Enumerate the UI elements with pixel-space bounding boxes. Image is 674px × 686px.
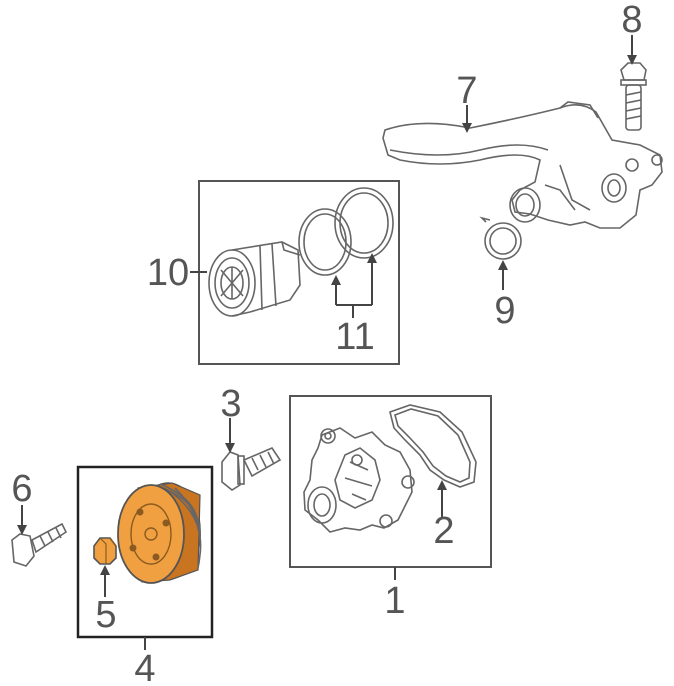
- callout-3: 3: [220, 383, 241, 425]
- thermostat-10[interactable]: [208, 241, 301, 317]
- gasket-9[interactable]: [479, 216, 522, 260]
- callout-4: 4: [134, 648, 155, 686]
- callout-2: 2: [433, 510, 454, 552]
- pulley-4[interactable]: [117, 482, 202, 584]
- callout-7: 7: [456, 70, 477, 112]
- o-rings-11[interactable]: [298, 187, 394, 276]
- water-pump-1[interactable]: [303, 427, 415, 533]
- assembly-box-1: [289, 395, 492, 568]
- callout-9: 9: [494, 290, 515, 332]
- water-outlet-assembly[interactable]: [382, 101, 663, 229]
- bolt-8[interactable]: [620, 62, 647, 131]
- bolt-5[interactable]: [93, 537, 117, 565]
- callout-10: 10: [147, 252, 189, 294]
- callout-11: 11: [335, 316, 374, 358]
- bolt-3[interactable]: [221, 447, 282, 491]
- callout-8: 8: [621, 0, 642, 41]
- leader-lines: [17, 35, 637, 650]
- callout-1: 1: [384, 580, 405, 622]
- callout-5: 5: [95, 594, 116, 636]
- pump-gasket-2[interactable]: [389, 404, 477, 488]
- bolt-6[interactable]: [11, 522, 68, 567]
- callout-6: 6: [11, 468, 32, 510]
- callout-numbers: 1 2 3 4 5 6 7 8 9 10 11: [11, 0, 642, 686]
